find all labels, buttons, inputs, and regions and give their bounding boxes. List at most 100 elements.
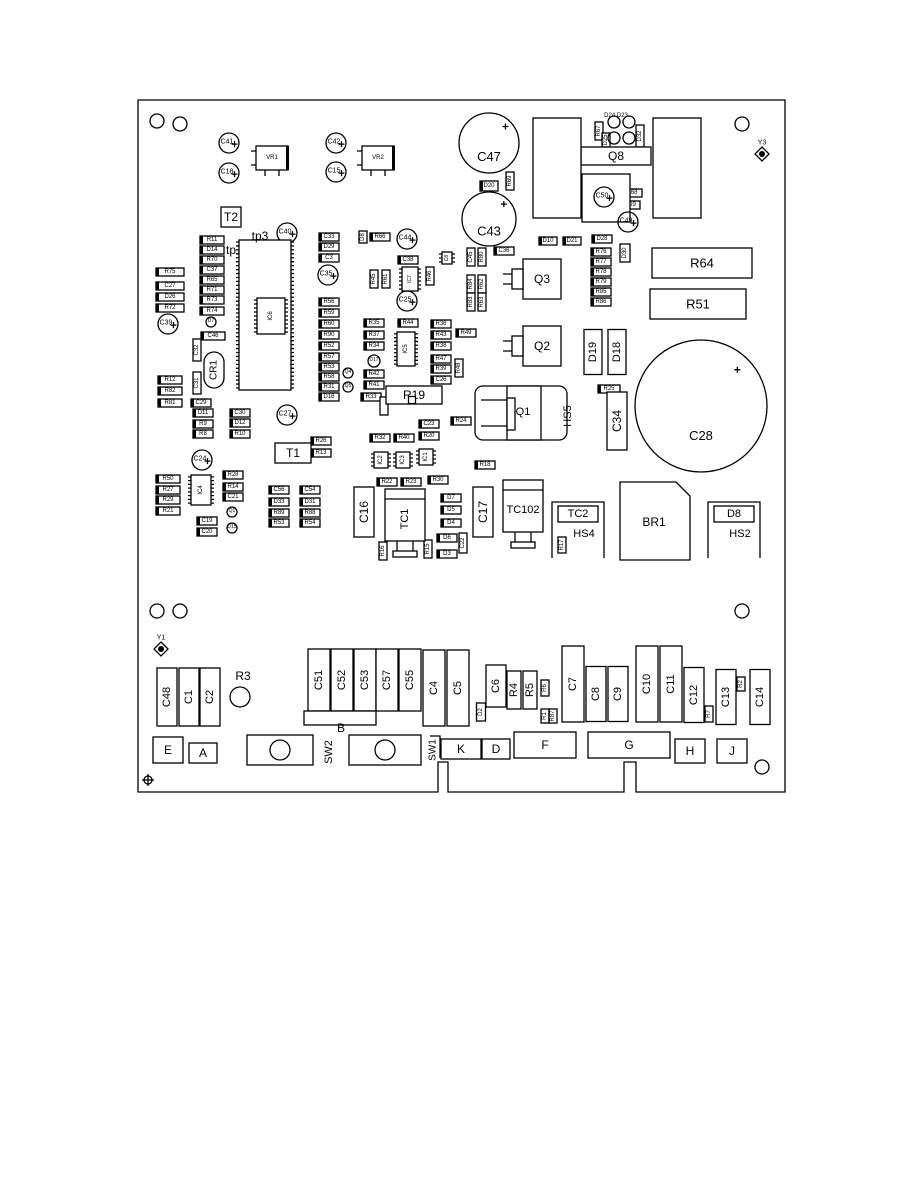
label-r70: R70: [206, 257, 218, 263]
label-c13: C13: [720, 687, 732, 707]
component-r14: R14: [222, 482, 244, 492]
component-c32: C32: [192, 338, 202, 362]
component-c12: C12: [683, 666, 705, 724]
component-r79: R79: [590, 277, 612, 287]
label-cr1: CR1: [209, 360, 220, 380]
component-r86: R86: [590, 297, 612, 307]
label-r40: R40: [398, 435, 410, 441]
label-r28: R28: [227, 472, 239, 478]
component-c39: C39: [157, 313, 179, 335]
component-r72: R72: [155, 303, 185, 313]
label-hs2: HS2: [729, 528, 750, 540]
component-d5: D5: [440, 505, 462, 515]
component-r9: R9: [192, 419, 214, 429]
component-c53: C53: [353, 648, 377, 712]
component-r19: R19: [385, 385, 443, 405]
component-q2: Q2: [503, 325, 562, 367]
component-r22: R22: [376, 477, 398, 487]
component-r15: R15: [423, 539, 433, 559]
label-tp3: tp3: [252, 229, 269, 243]
component-c43: C43: [461, 191, 517, 247]
component-c20: C20: [196, 527, 218, 537]
label-q8: Q8: [608, 149, 624, 163]
component-c52: C52: [330, 648, 354, 712]
component-rect: [303, 710, 377, 726]
component-c56: C56: [268, 485, 290, 495]
label-c34: C34: [610, 410, 624, 432]
label-ic2: IC2: [378, 455, 384, 465]
component-r5: R5: [522, 670, 538, 710]
component-circ: [172, 603, 188, 619]
label-h: H: [686, 744, 695, 758]
component-r12: R12: [157, 375, 183, 385]
component-c15: C15: [325, 161, 347, 183]
component-c22: C22: [458, 532, 468, 554]
label-d14: D14: [206, 247, 218, 253]
component-rect: [407, 395, 417, 405]
label-vr1: VR1: [266, 155, 278, 161]
label-r13: R13: [315, 450, 327, 456]
component-t2: T2: [220, 206, 242, 228]
component-d29: D29: [318, 242, 340, 252]
component-c6: C6: [485, 664, 507, 708]
component-r16: R16: [378, 541, 388, 561]
component-d6: D6: [436, 533, 458, 543]
label-r22: R22: [381, 479, 393, 485]
label-c42: C42: [328, 139, 341, 146]
component-c4: C4: [422, 649, 446, 727]
label-d24-d23: D24 D23: [604, 113, 628, 119]
label-d31: D31: [304, 499, 316, 505]
component-c49: C49: [617, 211, 639, 233]
component-d17: D17: [367, 354, 381, 368]
label-r1: R1: [542, 712, 548, 720]
component-r26: R26: [310, 436, 332, 446]
component-r23: R23: [400, 477, 422, 487]
component-c47: C47: [458, 112, 520, 174]
component-d12: D12: [229, 418, 251, 428]
label-d15: D15: [227, 524, 236, 530]
component-c40: C40: [276, 222, 298, 244]
component-r57: R57: [318, 352, 340, 362]
component-r69: R69: [505, 171, 515, 191]
component-r38: R38: [430, 341, 452, 351]
component-d: D: [481, 738, 511, 760]
component-r35: R35: [363, 318, 385, 328]
component-r62: R62: [477, 274, 487, 294]
label-r17: R17: [559, 539, 565, 551]
component-c10: C10: [635, 645, 659, 723]
component-br1: BR1: [619, 481, 691, 561]
label-c56: C56: [273, 487, 285, 493]
label-c28: C28: [689, 428, 713, 443]
component-r73: R73: [199, 295, 225, 305]
component-c37: C37: [199, 265, 225, 275]
label-r29: R29: [162, 497, 174, 503]
label-tc102: TC102: [506, 504, 539, 516]
component-ic7: IC7: [399, 266, 421, 292]
label-vr2: VR2: [372, 155, 384, 161]
component-r33: R33: [360, 392, 382, 402]
label-r58: R58: [323, 374, 335, 380]
label-c52: C52: [336, 670, 348, 690]
component-c14: C14: [749, 668, 771, 726]
component-c16: C16: [353, 486, 375, 538]
component-c29: C29: [190, 398, 212, 408]
label-c41: C41: [221, 139, 234, 146]
component-q8: Q8: [580, 146, 652, 166]
label-c37: C37: [206, 267, 218, 273]
component-c8: C8: [439, 251, 455, 265]
label-d21: D21: [566, 238, 578, 244]
component-r74: R74: [199, 306, 225, 316]
component-c30: C30: [229, 408, 251, 418]
label-c44: C44: [399, 235, 412, 242]
component-r84: R84: [466, 274, 476, 294]
component-r44: R44: [397, 318, 419, 328]
component-t1: T1: [274, 442, 312, 464]
label-d7: D7: [208, 318, 215, 324]
label-a: A: [199, 746, 207, 760]
component-r36: R36: [430, 319, 452, 329]
label-y3: Y3: [758, 140, 767, 147]
label-r80: R80: [479, 251, 485, 263]
component-r53: R53: [318, 362, 340, 372]
component-c42: C42: [325, 132, 347, 154]
